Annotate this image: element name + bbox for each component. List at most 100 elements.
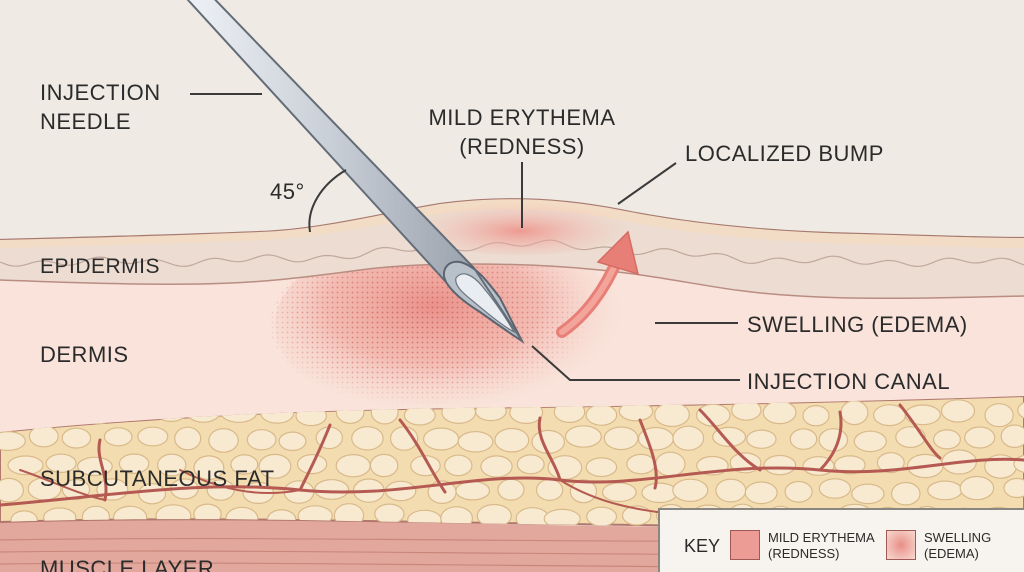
stratum-corneum [0, 199, 1024, 248]
fat-cell [763, 454, 797, 476]
fat-cell [784, 480, 813, 503]
fat-cell [497, 478, 525, 501]
fat-cell [1003, 477, 1024, 499]
fat-cell [230, 454, 259, 475]
fat-cell [564, 425, 602, 448]
fat-cell [654, 451, 686, 477]
swelling-label: SWELLING (EDEMA) [747, 312, 968, 337]
fat-cell [569, 479, 598, 504]
fat-cell [603, 426, 639, 451]
fat-cell [516, 454, 545, 475]
key-item-erythema: MILD ERYTHEMA (REDNESS) [768, 530, 875, 562]
fat-cell [672, 425, 705, 451]
fat-cell [840, 400, 869, 426]
fat-cell [876, 452, 905, 474]
fat-cell [964, 426, 996, 449]
fat-cell [547, 455, 583, 480]
fat-cell [715, 478, 747, 503]
injection-canal-label: INJECTION CANAL [747, 369, 951, 394]
fat-cell [28, 425, 59, 448]
key-swelling-line1: SWELLING [924, 530, 992, 545]
fat-cell [789, 428, 818, 450]
fat-cell [208, 428, 239, 453]
key-legend [658, 508, 1024, 572]
key-swelling-line2: (EDEMA) [924, 546, 979, 561]
fat-cell [927, 480, 963, 501]
fat-cell [940, 399, 976, 423]
key-swatch-swelling [886, 530, 916, 560]
needle-label-line2: NEEDLE [40, 109, 132, 134]
fat-cell [585, 457, 618, 478]
key-title: KEY [684, 536, 721, 556]
fat-cell [984, 403, 1014, 428]
dermis-label: DERMIS [40, 342, 129, 367]
fat-cell [118, 453, 150, 474]
fat-cell [535, 478, 564, 501]
erythema-label-line2: (REDNESS) [459, 134, 585, 159]
fat-cell [641, 482, 678, 504]
fat-cell [672, 478, 709, 502]
fat-cell [423, 427, 460, 451]
fat-cell [374, 503, 405, 525]
fat-cell [904, 404, 941, 426]
fat-cell [585, 404, 618, 426]
fat-cell [853, 430, 887, 453]
fat-cell [455, 480, 491, 501]
fat-cell [156, 453, 187, 477]
fat-cell [586, 506, 618, 527]
angle-arc [308, 169, 347, 233]
fat-cell [335, 454, 371, 478]
fat-cell [890, 481, 921, 506]
fat-cell [626, 453, 656, 475]
key-erythema-line2: (REDNESS) [768, 546, 840, 561]
erythema-area [410, 195, 630, 255]
fat-cell [654, 402, 690, 428]
bump-label: LOCALIZED BUMP [685, 141, 884, 166]
fat-cell [746, 429, 777, 449]
fat-cell [457, 430, 494, 453]
angle-label: 45° [270, 179, 305, 204]
fat-cell [351, 425, 384, 451]
fat-cell [833, 455, 866, 475]
fat-cell [744, 481, 778, 505]
fat-cell [278, 431, 307, 452]
fat-cell [246, 429, 277, 451]
fat-cell [137, 426, 169, 447]
fat-cell [480, 455, 513, 478]
fat-cell [45, 453, 77, 473]
fat-cell [0, 431, 26, 452]
fat-cell [1000, 424, 1024, 448]
fat-cell [61, 427, 92, 449]
muscle-label: MUSCLE LAYER [40, 556, 215, 572]
swelling-stipple [270, 235, 610, 415]
fat-cell [531, 429, 566, 454]
fat-cell [932, 429, 961, 450]
fat-cell [314, 479, 350, 500]
key-item-swelling: SWELLING (EDEMA) [924, 530, 991, 562]
erythema-label-line1: MILD ERYTHEMA [428, 105, 616, 130]
fat-cell [494, 427, 530, 453]
needle-label-line1: INJECTION [40, 80, 161, 105]
injection-needle [186, 0, 525, 344]
key-erythema-line1: MILD ERYTHEMA [768, 530, 875, 545]
needle-label: INJECTION NEEDLE [40, 78, 161, 136]
erythema-label: MILD ERYTHEMA (REDNESS) [422, 103, 622, 161]
fat-cell [103, 427, 133, 447]
fat-cell [193, 455, 225, 481]
key-swatch-erythema [730, 530, 760, 560]
leader-lines [190, 93, 740, 381]
fat-cell [818, 478, 852, 499]
fat-cell [1017, 400, 1024, 420]
swelling-arrow [556, 230, 640, 338]
fat-cell [174, 426, 202, 451]
fat-cell [851, 483, 885, 505]
fat-cell [818, 428, 849, 452]
dermal-junction [0, 263, 1024, 300]
epidermis-label: EPIDERMIS [40, 255, 161, 278]
fat-cell [959, 475, 995, 501]
fat-cell [601, 482, 637, 503]
fat-cell [444, 454, 473, 477]
fat-label: SUBCUTANEOUS FAT [40, 466, 275, 491]
